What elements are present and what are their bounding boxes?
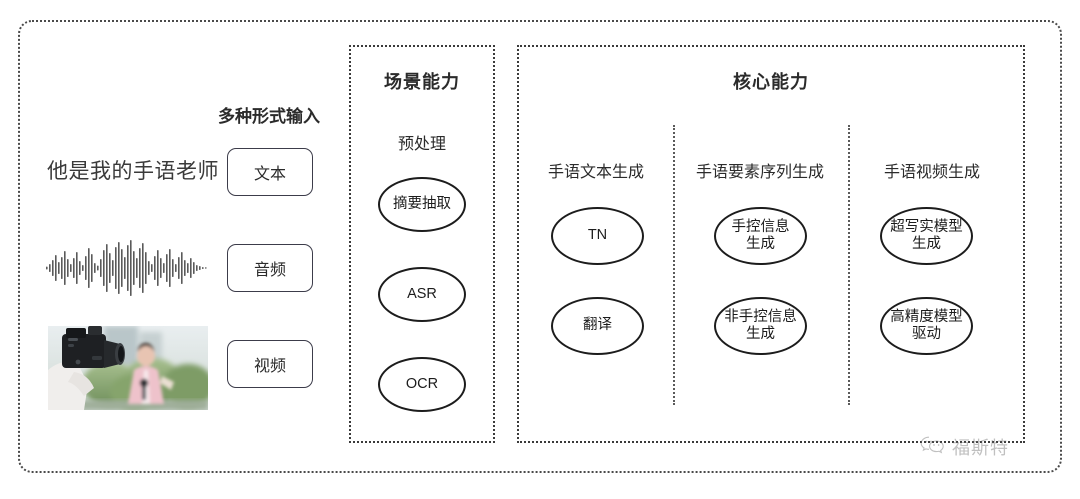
core-node-manual-info-line1: 手控信息	[731, 218, 790, 235]
input-section-header: 多种形式输入	[218, 107, 320, 126]
scene-capability-title: 场景能力	[384, 72, 460, 92]
core-node-manual-info-generation[interactable]: 手控信息 生成	[714, 207, 807, 265]
core-column-label-sign-element-sequence-generation: 手语要素序列生成	[695, 164, 824, 181]
core-node-tn[interactable]: TN	[551, 207, 644, 265]
core-node-non-manual-info-line2: 生成	[746, 326, 775, 342]
watermark-text: 福斯特	[952, 438, 1009, 458]
core-column-divider-1	[673, 125, 675, 405]
input-type-button-text[interactable]: 文本	[227, 148, 313, 196]
outer-frame	[18, 20, 1062, 473]
audio-waveform	[46, 238, 208, 298]
core-column-divider-2	[848, 125, 850, 405]
input-type-button-video[interactable]: 视频	[227, 340, 313, 388]
core-node-non-manual-info-line1: 非手控信息	[724, 308, 797, 325]
scene-node-ocr[interactable]: OCR	[378, 357, 466, 412]
core-column-label-sign-video-generation: 手语视频生成	[883, 164, 980, 181]
core-node-high-precision-line2: 驱动	[912, 326, 941, 342]
core-node-non-manual-info-generation[interactable]: 非手控信息 生成	[714, 297, 807, 355]
core-capability-panel: 核心能力	[517, 45, 1025, 443]
core-capability-title: 核心能力	[733, 72, 809, 92]
watermark: 福斯特	[920, 434, 1009, 460]
scene-node-asr[interactable]: ASR	[378, 267, 466, 322]
scene-node-summary-extraction[interactable]: 摘要抽取	[378, 177, 466, 232]
scene-section-label-preprocess: 预处理	[397, 136, 446, 153]
sample-input-text: 他是我的手语老师	[47, 160, 219, 183]
core-node-manual-info-line2: 生成	[746, 236, 775, 252]
core-node-tn-line1: TN	[587, 227, 608, 244]
core-node-hyperrealistic-model-generation[interactable]: 超写实模型 生成	[880, 207, 973, 265]
core-node-hyperrealistic-line2: 生成	[912, 236, 941, 252]
core-node-translation-line1: 翻译	[583, 317, 612, 334]
input-type-button-audio[interactable]: 音频	[227, 244, 313, 292]
core-node-hyperrealistic-line1: 超写实模型	[890, 218, 963, 235]
video-thumbnail	[48, 326, 208, 410]
core-column-label-sign-text-generation: 手语文本生成	[547, 164, 644, 181]
scene-capability-panel: 场景能力	[349, 45, 495, 443]
wechat-icon	[920, 435, 946, 460]
core-node-high-precision-model-driving[interactable]: 高精度模型 驱动	[880, 297, 973, 355]
core-node-translation[interactable]: 翻译	[551, 297, 644, 355]
core-node-high-precision-line1: 高精度模型	[890, 308, 963, 325]
